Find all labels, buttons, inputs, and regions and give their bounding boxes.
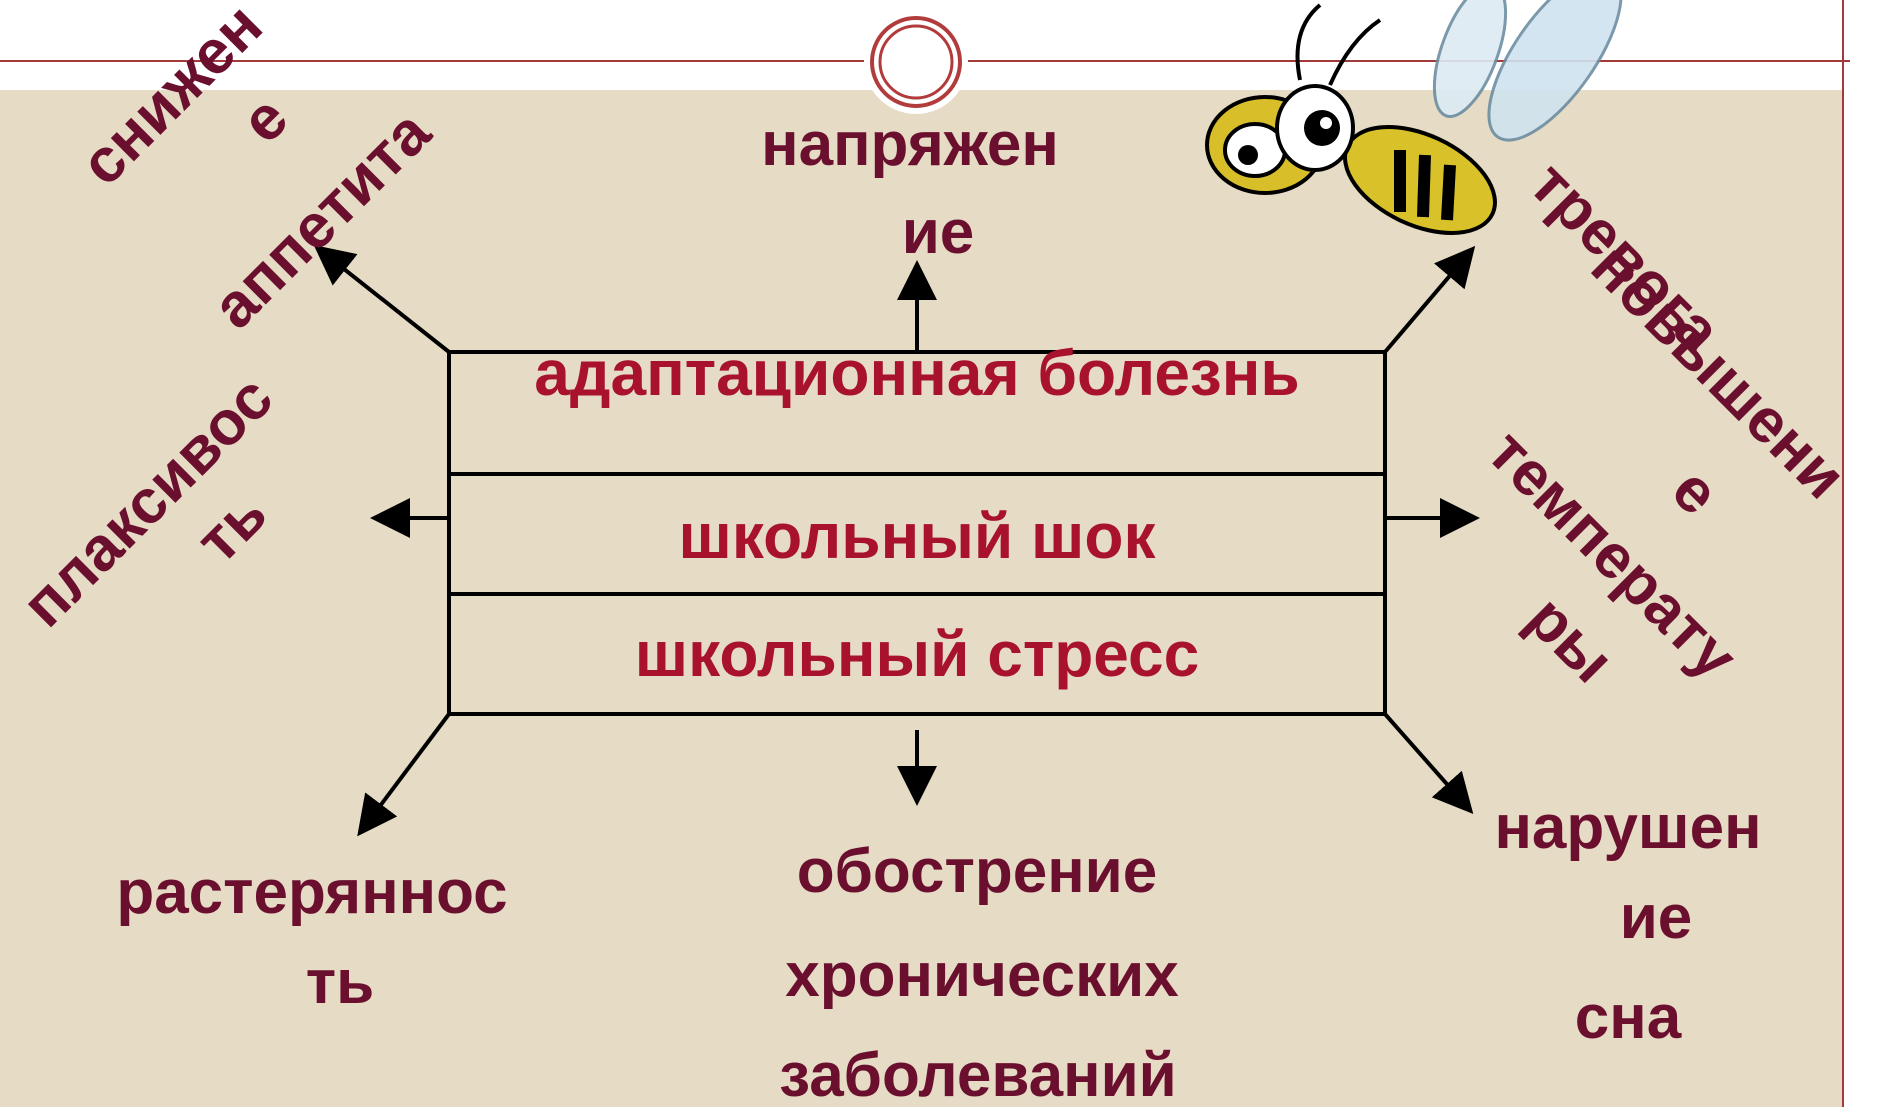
layer-top-label: адаптационная болезнь [534, 337, 1300, 409]
symptom-chronic-line2: хронических [785, 941, 1179, 1010]
right-divider [1842, 0, 1844, 1107]
symptom-sleep-line3: сна [1574, 983, 1682, 1052]
symptom-tension-line1: напряжен [761, 110, 1059, 179]
bee-icon [1205, 0, 1623, 235]
background-band [0, 90, 1844, 1107]
circle-ornament-icon [864, 10, 968, 114]
symptom-chronic-line3: заболеваний [779, 1041, 1177, 1110]
symptom-confusion-line2: ть [305, 948, 375, 1017]
symptom-sleep-line2: ие [1619, 883, 1693, 952]
layer-bottom-label: школьный стресс [634, 618, 1200, 690]
symptom-chronic-line1: обострение [796, 837, 1158, 906]
layer-middle-label: школьный шок [678, 500, 1156, 572]
symptom-tension-line2: ие [901, 198, 975, 267]
symptom-sleep-line1: нарушен [1494, 793, 1762, 862]
arrow-down-right [1383, 712, 1474, 814]
symptom-confusion-line1: растеряннос [116, 858, 508, 927]
box-bottom [447, 592, 1387, 716]
arrow-up-right [1383, 245, 1476, 354]
arrow-down-left [357, 712, 451, 837]
arrow-up-left [313, 245, 451, 354]
